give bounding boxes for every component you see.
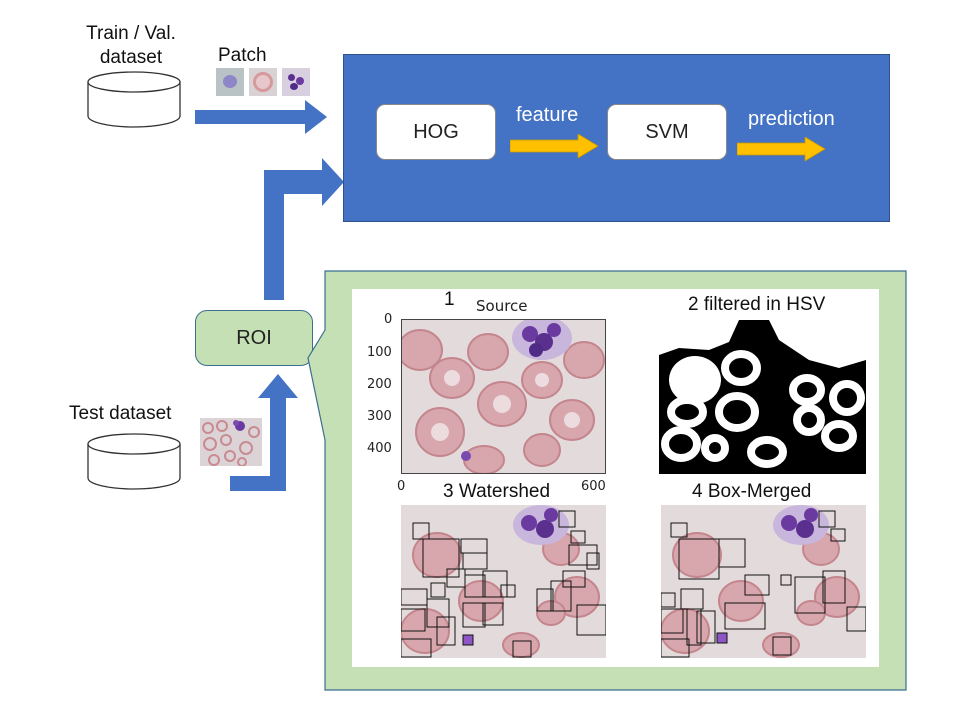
patch-label: Patch bbox=[218, 45, 267, 66]
svm-box: SVM bbox=[607, 104, 727, 160]
test-database-icon bbox=[87, 433, 181, 490]
source-panel-number: 1 bbox=[440, 289, 459, 311]
test-image-thumbnail bbox=[200, 418, 262, 466]
roi-to-pipeline-arrow bbox=[264, 158, 344, 300]
source-image bbox=[401, 319, 606, 474]
y-tick-100: 100 bbox=[367, 345, 392, 360]
prediction-label: prediction bbox=[748, 108, 835, 130]
patch-thumbnail-2 bbox=[249, 68, 277, 96]
roi-box: ROI bbox=[195, 310, 313, 366]
y-tick-300: 300 bbox=[367, 409, 392, 424]
y-tick-400: 400 bbox=[367, 441, 392, 456]
test-dataset-label: Test dataset bbox=[69, 403, 172, 424]
box-merged-panel-title: 4 Box-Merged bbox=[686, 481, 818, 503]
patch-thumbnail-1 bbox=[216, 68, 244, 96]
watershed-panel-title: 3 Watershed bbox=[437, 481, 557, 503]
train-arrow bbox=[195, 100, 327, 134]
test-to-roi-arrow bbox=[230, 374, 298, 491]
feature-arrow bbox=[510, 134, 599, 158]
watershed-image bbox=[401, 505, 606, 658]
hsv-panel-title: 2 filtered in HSV bbox=[682, 294, 832, 316]
hog-box: HOG bbox=[376, 104, 496, 160]
hsv-filtered-image bbox=[659, 320, 866, 474]
patch-thumbnail-3 bbox=[282, 68, 310, 96]
y-tick-200: 200 bbox=[367, 377, 392, 392]
box-merged-image bbox=[661, 505, 866, 658]
source-panel-title: Source bbox=[476, 297, 528, 315]
x-tick-600: 600 bbox=[581, 479, 606, 494]
train-dataset-label: Train / Val. dataset bbox=[86, 23, 176, 68]
feature-label: feature bbox=[516, 104, 579, 126]
prediction-arrow bbox=[737, 137, 826, 161]
y-tick-0: 0 bbox=[384, 312, 393, 327]
train-database-icon bbox=[87, 71, 181, 128]
x-tick-0: 0 bbox=[397, 479, 406, 494]
